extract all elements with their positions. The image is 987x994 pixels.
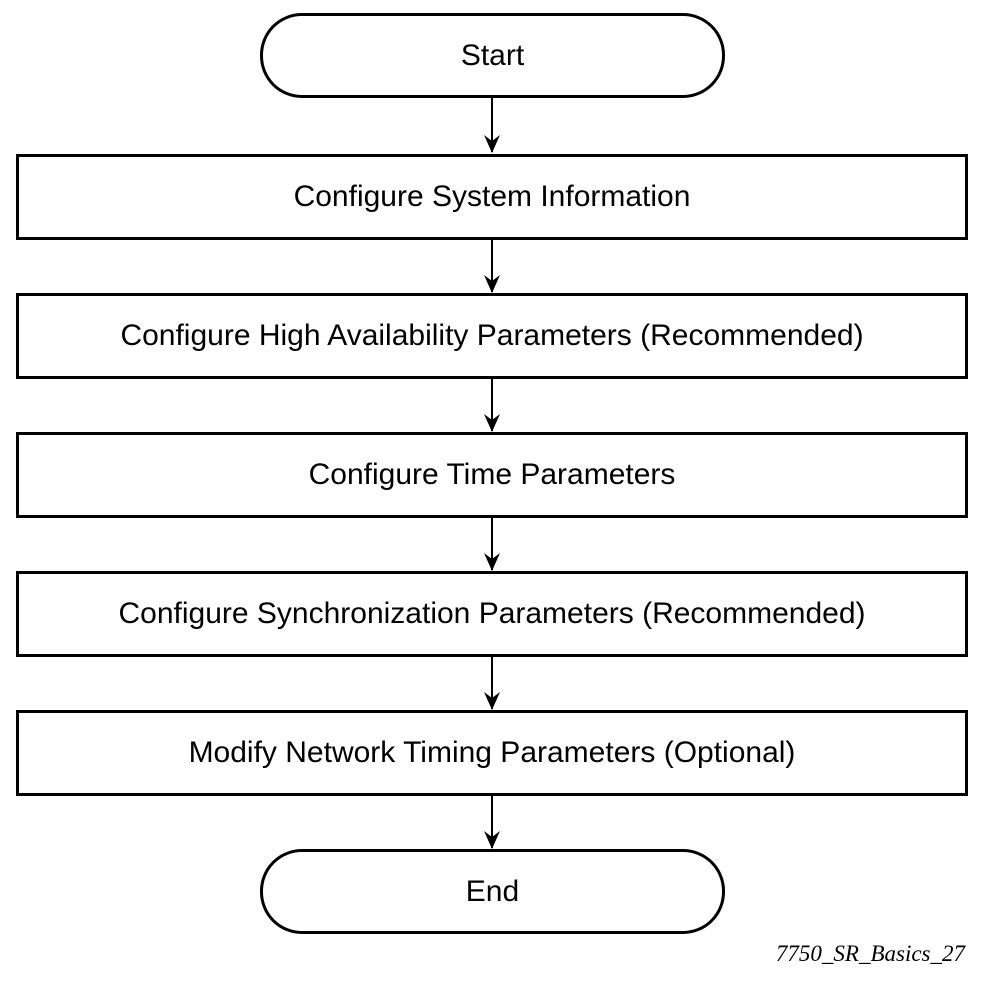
end-node: End bbox=[260, 849, 725, 934]
arrow-step-2-to-step-3 bbox=[484, 378, 500, 432]
arrow-step-5-to-end bbox=[484, 795, 500, 849]
start-node: Start bbox=[260, 13, 725, 98]
arrow-start-to-step-1 bbox=[484, 97, 500, 153]
step-configure-high-availability: Configure High Availability Parameters (… bbox=[16, 293, 968, 379]
step-2-label: Configure High Availability Parameters (… bbox=[120, 319, 864, 352]
arrow-step-1-to-step-2 bbox=[484, 239, 500, 293]
step-configure-system-information: Configure System Information bbox=[16, 154, 968, 240]
step-4-label: Configure Synchronization Parameters (Re… bbox=[118, 597, 866, 630]
end-label: End bbox=[465, 874, 520, 908]
step-5-label: Modify Network Timing Parameters (Option… bbox=[188, 736, 796, 769]
figure-id: 7750_SR_Basics_27 bbox=[775, 941, 965, 966]
step-configure-synchronization: Configure Synchronization Parameters (Re… bbox=[16, 571, 968, 657]
step-modify-network-timing: Modify Network Timing Parameters (Option… bbox=[16, 710, 968, 796]
step-3-label: Configure Time Parameters bbox=[308, 458, 676, 491]
arrow-step-3-to-step-4 bbox=[484, 517, 500, 571]
step-1-label: Configure System Information bbox=[293, 180, 691, 213]
step-configure-time-parameters: Configure Time Parameters bbox=[16, 432, 968, 518]
arrow-step-4-to-step-5 bbox=[484, 656, 500, 710]
start-label: Start bbox=[460, 38, 525, 72]
